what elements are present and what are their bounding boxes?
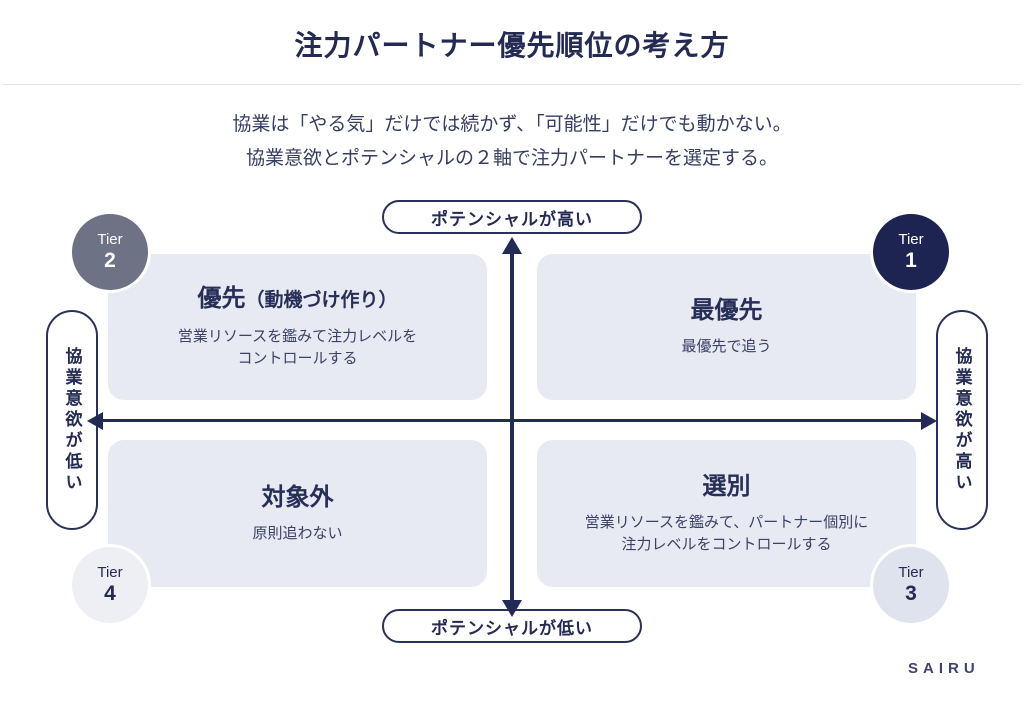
quadrant-body-line-1: 営業リソースを鑑みて、パートナー個別に (584, 513, 869, 531)
tier-word: Tier (97, 564, 123, 582)
arrowhead-up-icon (502, 237, 522, 254)
arrowhead-left-icon (87, 412, 103, 430)
quadrant-heading: 最優先 (691, 296, 763, 326)
quadrant-heading-main: 優先 (197, 285, 246, 312)
tier-2-badge: Tier 2 (72, 214, 148, 290)
tier-1-badge: Tier 1 (873, 214, 949, 290)
quadrant-card-out-of-scope: 対象外 原則追わない (108, 440, 487, 587)
quadrant-body-line-2: 注力レベルをコントロールする (621, 535, 832, 553)
quadrant-heading: 選別 (703, 472, 751, 502)
axis-label-potential-high: ポテンシャルが高い (382, 200, 642, 234)
arrowhead-down-icon (502, 600, 522, 617)
sairu-logo: SAIRU (908, 660, 980, 677)
page-title: 注力パートナー優先順位の考え方 (294, 30, 730, 61)
quadrant-heading-suffix: （動機づけ作り） (245, 290, 398, 311)
quadrant-body: 原則追わない (252, 523, 342, 545)
subtitle-line-2: 協業意欲とポテンシャルの２軸で注力パートナーを選定する。 (245, 148, 778, 169)
quadrant-heading-main: 対象外 (261, 483, 334, 511)
quadrant-heading: 優先（動機づけ作り） (197, 284, 397, 316)
vertical-axis-line (510, 251, 514, 602)
tier-number: 2 (104, 248, 116, 272)
subtitle-line-1: 協業は「やる気」だけでは続かず、「可能性」だけでも動かない。 (232, 114, 792, 135)
quadrant-heading-main: 選別 (702, 472, 751, 500)
tier-word: Tier (898, 231, 924, 249)
quadrant-body: 営業リソースを鑑みて注力レベルを コントロールする (178, 326, 417, 370)
tier-number: 1 (905, 248, 917, 272)
subtitle: 協業は「やる気」だけでは続かず、「可能性」だけでも動かない。 協業意欲とポテンシ… (0, 108, 1024, 176)
tier-word: Tier (97, 231, 123, 249)
quadrant-heading: 対象外 (262, 483, 334, 513)
quadrant-body-line-1: 営業リソースを鑑みて注力レベルを (177, 328, 418, 345)
arrowhead-right-icon (921, 412, 937, 430)
title-divider (2, 84, 1022, 85)
tier-word: Tier (898, 564, 924, 582)
quadrant-heading-main: 最優先 (690, 297, 763, 324)
tier-number: 3 (905, 581, 917, 605)
quadrant-body-line-1: 原則追わない (252, 524, 343, 542)
quadrant-body: 最優先で追う (681, 336, 771, 358)
quadrant-card-top-priority: 最優先 最優先で追う (537, 254, 916, 400)
quadrant-body-line-1: 最優先で追う (681, 338, 772, 355)
quadrant-body: 営業リソースを鑑みて、パートナー個別に 注力レベルをコントロールする (585, 512, 869, 556)
tier-4-badge: Tier 4 (72, 547, 148, 623)
quadrant-card-selection: 選別 営業リソースを鑑みて、パートナー個別に 注力レベルをコントロールする (537, 440, 916, 587)
quadrant-body-line-2: コントロールする (237, 350, 358, 367)
axis-label-willingness-high: 協業意欲が高い (936, 310, 988, 530)
tier-3-badge: Tier 3 (873, 547, 949, 623)
tier-number: 4 (104, 581, 116, 605)
quadrant-card-priority: 優先（動機づけ作り） 営業リソースを鑑みて注力レベルを コントロールする (108, 254, 487, 400)
